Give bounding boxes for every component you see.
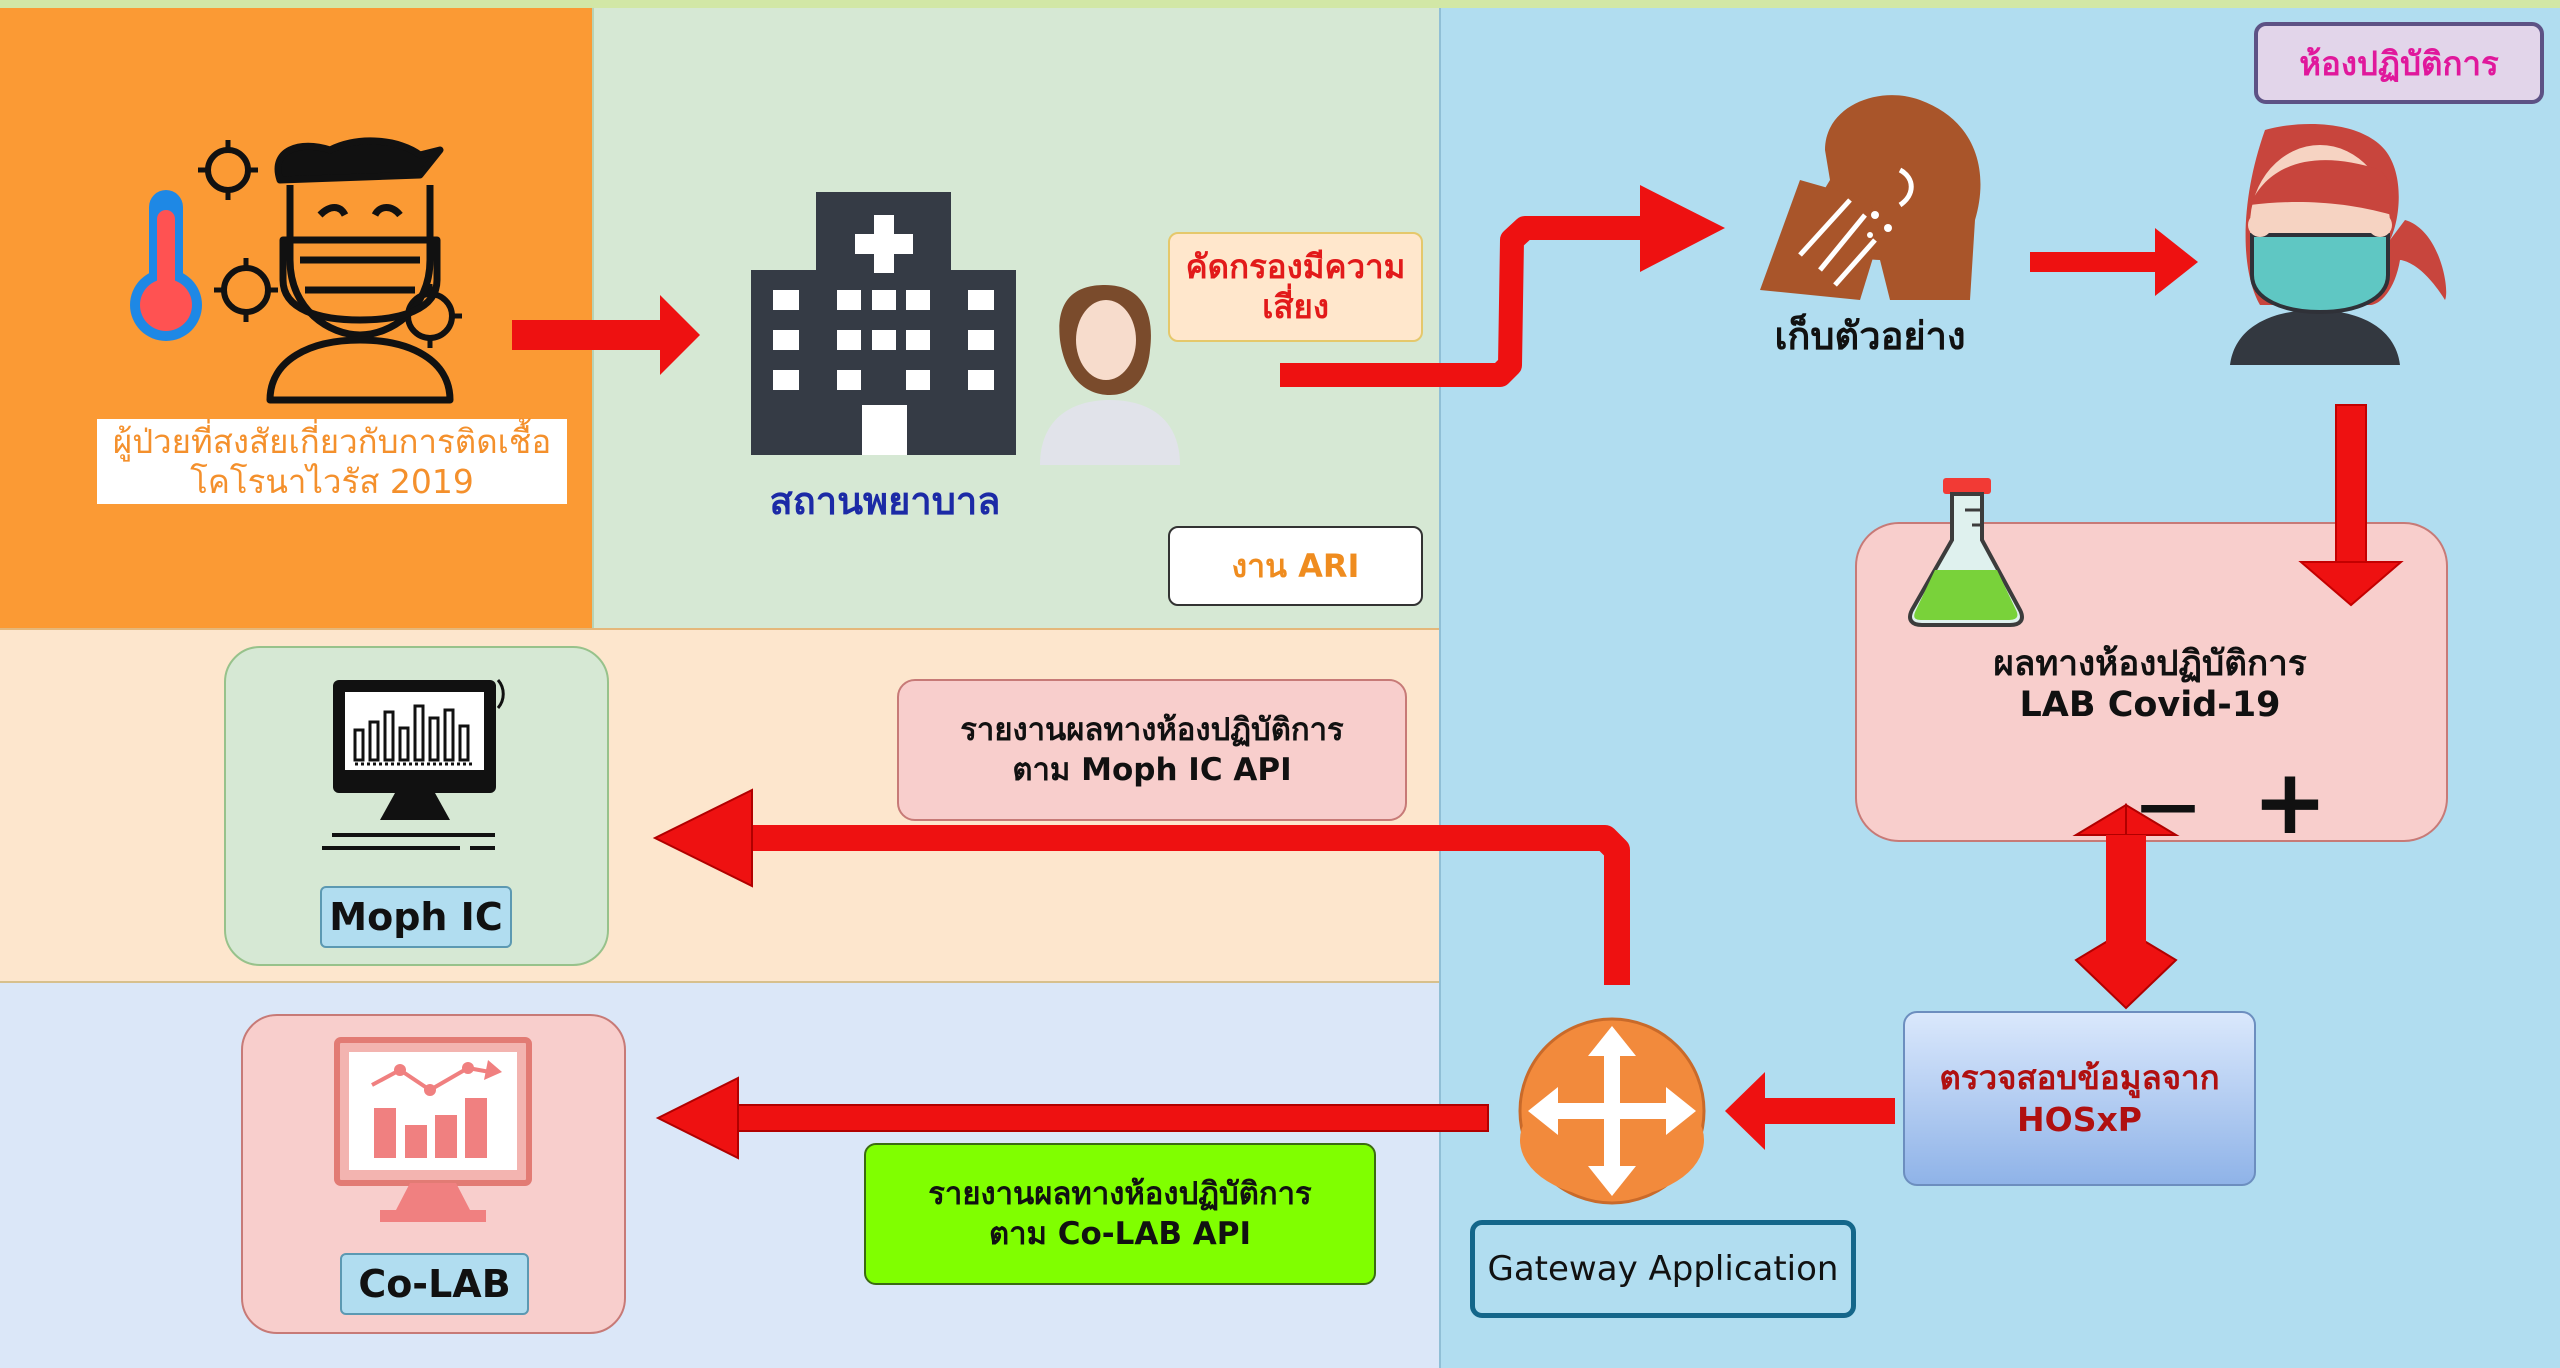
screening-line1: คัดกรองมีความ [1185,247,1406,286]
hospital-building-icon [751,192,1016,455]
ari-box: งาน ARI [1168,526,1423,606]
moph-report-line2: ตาม Moph IC API [1012,752,1292,788]
thermometer-icon [130,190,202,341]
colab-report-box: รายงานผลทางห้องปฏิบัติการ ตาม Co-LAB API [864,1143,1376,1285]
sample-collection-icon [1760,95,1981,300]
hosxp-line1: ตรวจสอบข้อมูลจาก [1939,1057,2220,1097]
flask-icon [1908,478,2024,627]
negative-sign: — [2138,770,2198,840]
lab-technician-icon [2230,124,2447,365]
lab-result-line1: ผลทางห้องปฏิบัติการ [1993,644,2307,684]
analytics-monitor-icon [334,1037,532,1222]
lab-result-line2: LAB Covid-19 [2019,685,2281,725]
arrow-sample-to-lab [2030,228,2198,296]
moph-ic-label-box: Moph IC [320,886,512,948]
patient-caption-line2: โคโรนาไวรัส 2019 [190,461,474,501]
gateway-label-box: Gateway Application [1470,1220,1856,1318]
arrow-moph-head [652,788,753,888]
moph-ic-label: Moph IC [329,895,503,939]
colab-report-line1: รายงานผลทางห้องปฏิบัติการ [928,1176,1312,1212]
arrow-screening-to-sample [1280,216,1650,387]
sample-label: เก็บตัวอย่าง [1774,314,1966,358]
patient-caption-box: ผู้ป่วยที่สงสัยเกี่ยวกับการติดเชื้อ โคโร… [97,419,567,504]
screening-line2: เสี่ยง [1262,287,1329,326]
screening-box: คัดกรองมีความ เสี่ยง [1168,232,1423,342]
arrow-lab-to-result [2298,404,2404,607]
hospital-label: สถานพยาบาล [769,479,1001,523]
laboratory-title: ห้องปฏิบัติการ [2299,43,2499,83]
arrow-hosxp-to-gateway [1725,1072,1895,1150]
colab-label-box: Co-LAB [340,1253,529,1315]
arrow-gateway-to-moph [740,825,1630,985]
top-border [0,0,2560,8]
hosxp-box: ตรวจสอบข้อมูลจาก HOSxP [1903,1011,2256,1186]
arrow-result-hosxp-bidir [2072,803,2180,1010]
positive-sign: + [2252,750,2328,855]
staff-person-icon [1040,285,1180,465]
patient-caption-line1: ผู้ป่วยที่สงสัยเกี่ยวกับการติดเชื้อ [112,421,552,461]
moph-report-box: รายงานผลทางห้องปฏิบัติการ ตาม Moph IC AP… [897,679,1407,821]
hosxp-line2: HOSxP [2017,1099,2142,1139]
monitor-icon [322,679,505,850]
arrow-patient-to-hospital [512,295,700,375]
gateway-label: Gateway Application [1487,1249,1839,1289]
arrow-gateway-to-colab [655,1076,1489,1160]
gateway-router-icon [1518,1017,1706,1205]
sick-person-icon [266,137,454,404]
arrow-screening-head [1640,185,1725,272]
colab-label: Co-LAB [358,1262,511,1306]
moph-report-line1: รายงานผลทางห้องปฏิบัติการ [960,712,1344,748]
laboratory-title-box: ห้องปฏิบัติการ [2254,22,2544,104]
patient-zone [0,0,592,628]
ari-label: งาน ARI [1231,546,1360,585]
colab-report-line2: ตาม Co-LAB API [988,1216,1252,1252]
